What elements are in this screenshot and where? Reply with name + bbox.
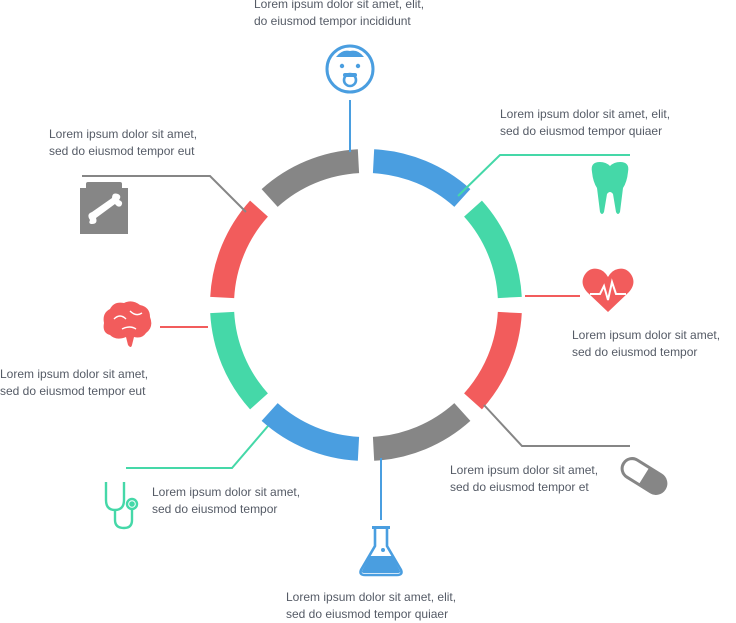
label-stethoscope: Lorem ipsum dolor sit amet, sed do eiusm… <box>152 484 300 518</box>
label-tooth-line1: Lorem ipsum dolor sit amet, elit, <box>500 107 671 121</box>
label-xray: Lorem ipsum dolor sit amet, sed do eiusm… <box>49 126 197 160</box>
label-baby: Lorem ipsum dolor sit amet, elit, do eiu… <box>254 0 424 30</box>
ring-segment-pill <box>372 402 471 461</box>
label-pill: Lorem ipsum dolor sit amet, sed do eiusm… <box>450 462 598 496</box>
ring-segment-heart <box>463 311 522 410</box>
label-stethoscope-line1: Lorem ipsum dolor sit amet, <box>152 485 301 499</box>
label-tooth-line2: sed do eiusmod tempor quiaer <box>500 124 663 138</box>
label-heart-line2: sed do eiusmod tempor <box>572 345 698 359</box>
label-pill-line2: sed do eiusmod tempor et <box>450 480 589 494</box>
heart-pulse-icon <box>582 268 634 312</box>
label-baby-line2: do eiusmod tempor incididunt <box>254 14 411 28</box>
connector-tooth <box>457 154 630 197</box>
tooth-icon <box>591 162 629 214</box>
ring-segment-flask <box>261 402 360 461</box>
ring-segment-tooth <box>463 200 522 299</box>
stethoscope-icon <box>104 482 139 530</box>
label-tooth: Lorem ipsum dolor sit amet, elit, sed do… <box>500 106 670 140</box>
connector-lines <box>82 100 630 520</box>
ring-segment-stethoscope <box>210 311 269 410</box>
label-baby-line1: Lorem ipsum dolor sit amet, elit, <box>254 0 425 11</box>
ring-segment-xray <box>261 149 360 208</box>
label-xray-line2: sed do eiusmod tempor eut <box>49 144 195 158</box>
pill-capsule-icon <box>620 457 668 495</box>
ring-segment-brain <box>210 200 269 299</box>
label-brain-line2: sed do eiusmod tempor eut <box>0 384 146 398</box>
baby-pacifier-icon <box>325 44 375 94</box>
label-flask-line1: Lorem ipsum dolor sit amet, elit, <box>286 590 457 604</box>
connector-xray <box>82 175 247 213</box>
connector-pill <box>483 404 630 447</box>
label-brain-line1: Lorem ipsum dolor sit amet, <box>0 367 149 381</box>
label-pill-line1: Lorem ipsum dolor sit amet, <box>450 463 599 477</box>
label-flask: Lorem ipsum dolor sit amet, elit, sed do… <box>286 589 456 623</box>
label-heart: Lorem ipsum dolor sit amet, sed do eiusm… <box>572 327 720 361</box>
bone-xray-icon <box>80 182 128 234</box>
label-stethoscope-line2: sed do eiusmod tempor <box>152 502 278 516</box>
ring-segments <box>210 149 522 461</box>
label-xray-line1: Lorem ipsum dolor sit amet, <box>49 127 198 141</box>
flask-icon <box>359 526 403 577</box>
label-heart-line1: Lorem ipsum dolor sit amet, <box>572 328 721 342</box>
ring-segment-baby <box>372 149 471 208</box>
label-flask-line2: sed do eiusmod tempor quiaer <box>286 607 449 621</box>
connector-stethoscope <box>126 425 269 469</box>
brain-icon <box>103 301 152 347</box>
label-brain: Lorem ipsum dolor sit amet, sed do eiusm… <box>0 366 148 400</box>
